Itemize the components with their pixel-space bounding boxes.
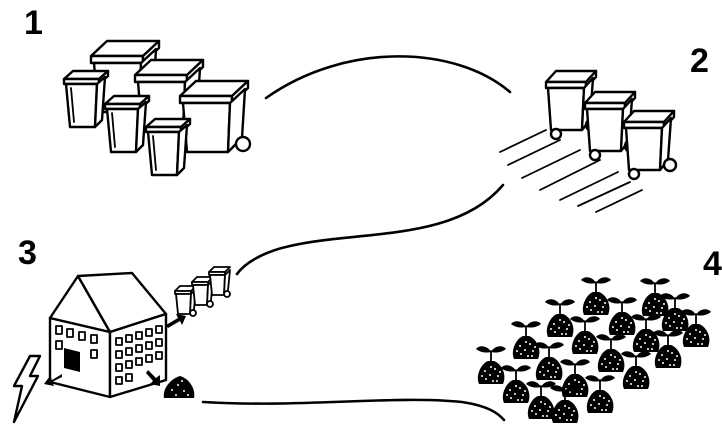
flow-curves — [203, 56, 510, 420]
lightning-bolt-icon — [14, 356, 40, 422]
waste-bins-icon — [64, 41, 250, 175]
flow-curve-3-to-4 — [203, 400, 504, 420]
compost-plants-icon — [476, 277, 711, 423]
processing-plant-icon — [44, 267, 230, 397]
collection-bins-icon — [500, 71, 676, 212]
compost-pile-icon — [164, 376, 195, 398]
flow-curve-1-to-2 — [266, 56, 510, 98]
flow-curve-2-to-3 — [237, 185, 503, 274]
